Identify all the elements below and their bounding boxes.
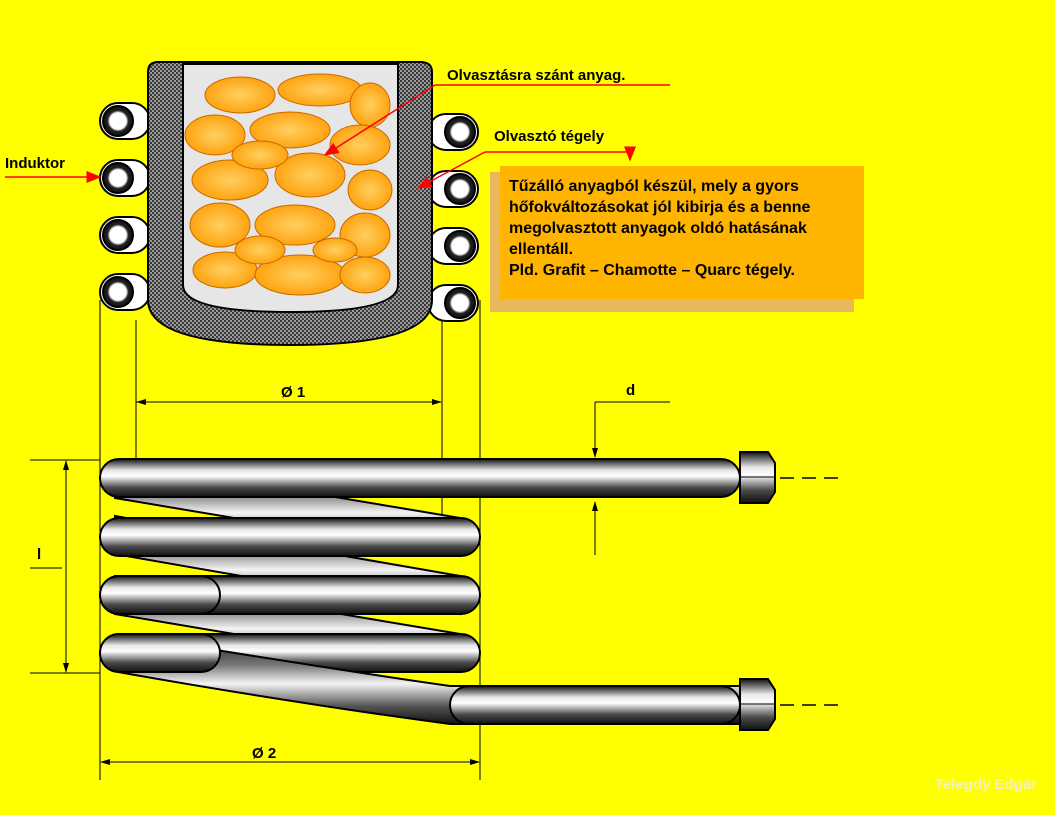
label-dim-d: d	[626, 382, 636, 399]
info-line: Pld. Grafit – Chamotte – Quarc tégely.	[509, 262, 795, 279]
info-line: megolvasztott anyagok oldó hatásának	[509, 220, 807, 237]
info-box	[500, 166, 864, 299]
center-lines	[780, 477, 845, 706]
inductor-rings-left	[99, 102, 151, 311]
info-line: hőfokváltozásokat jól kibirja és a benne	[509, 199, 811, 216]
info-line: ellentáll.	[509, 241, 574, 258]
info-box-text: Tűzálló anyagból készül, mely a gyors hő…	[509, 176, 865, 281]
author-credit: Telegdy Edgár	[934, 776, 1037, 793]
label-inductor: Induktor	[5, 155, 65, 172]
inductor-rings-right	[427, 113, 479, 322]
label-material: Olvasztásra szánt anyag.	[447, 67, 626, 84]
info-line: Tűzálló anyagból készül, mely a gyors	[509, 178, 799, 195]
pointer-arrows	[5, 84, 670, 189]
label-dim-d2: Ø 2	[252, 745, 277, 762]
melting-material	[184, 73, 393, 296]
coil-tube	[99, 458, 741, 725]
dimension-arrows	[63, 399, 598, 765]
label-dim-l: l	[37, 546, 42, 563]
label-dim-d1: Ø 1	[281, 384, 306, 401]
tube-fittings	[739, 451, 776, 731]
label-crucible: Olvasztó tégely	[494, 128, 605, 145]
